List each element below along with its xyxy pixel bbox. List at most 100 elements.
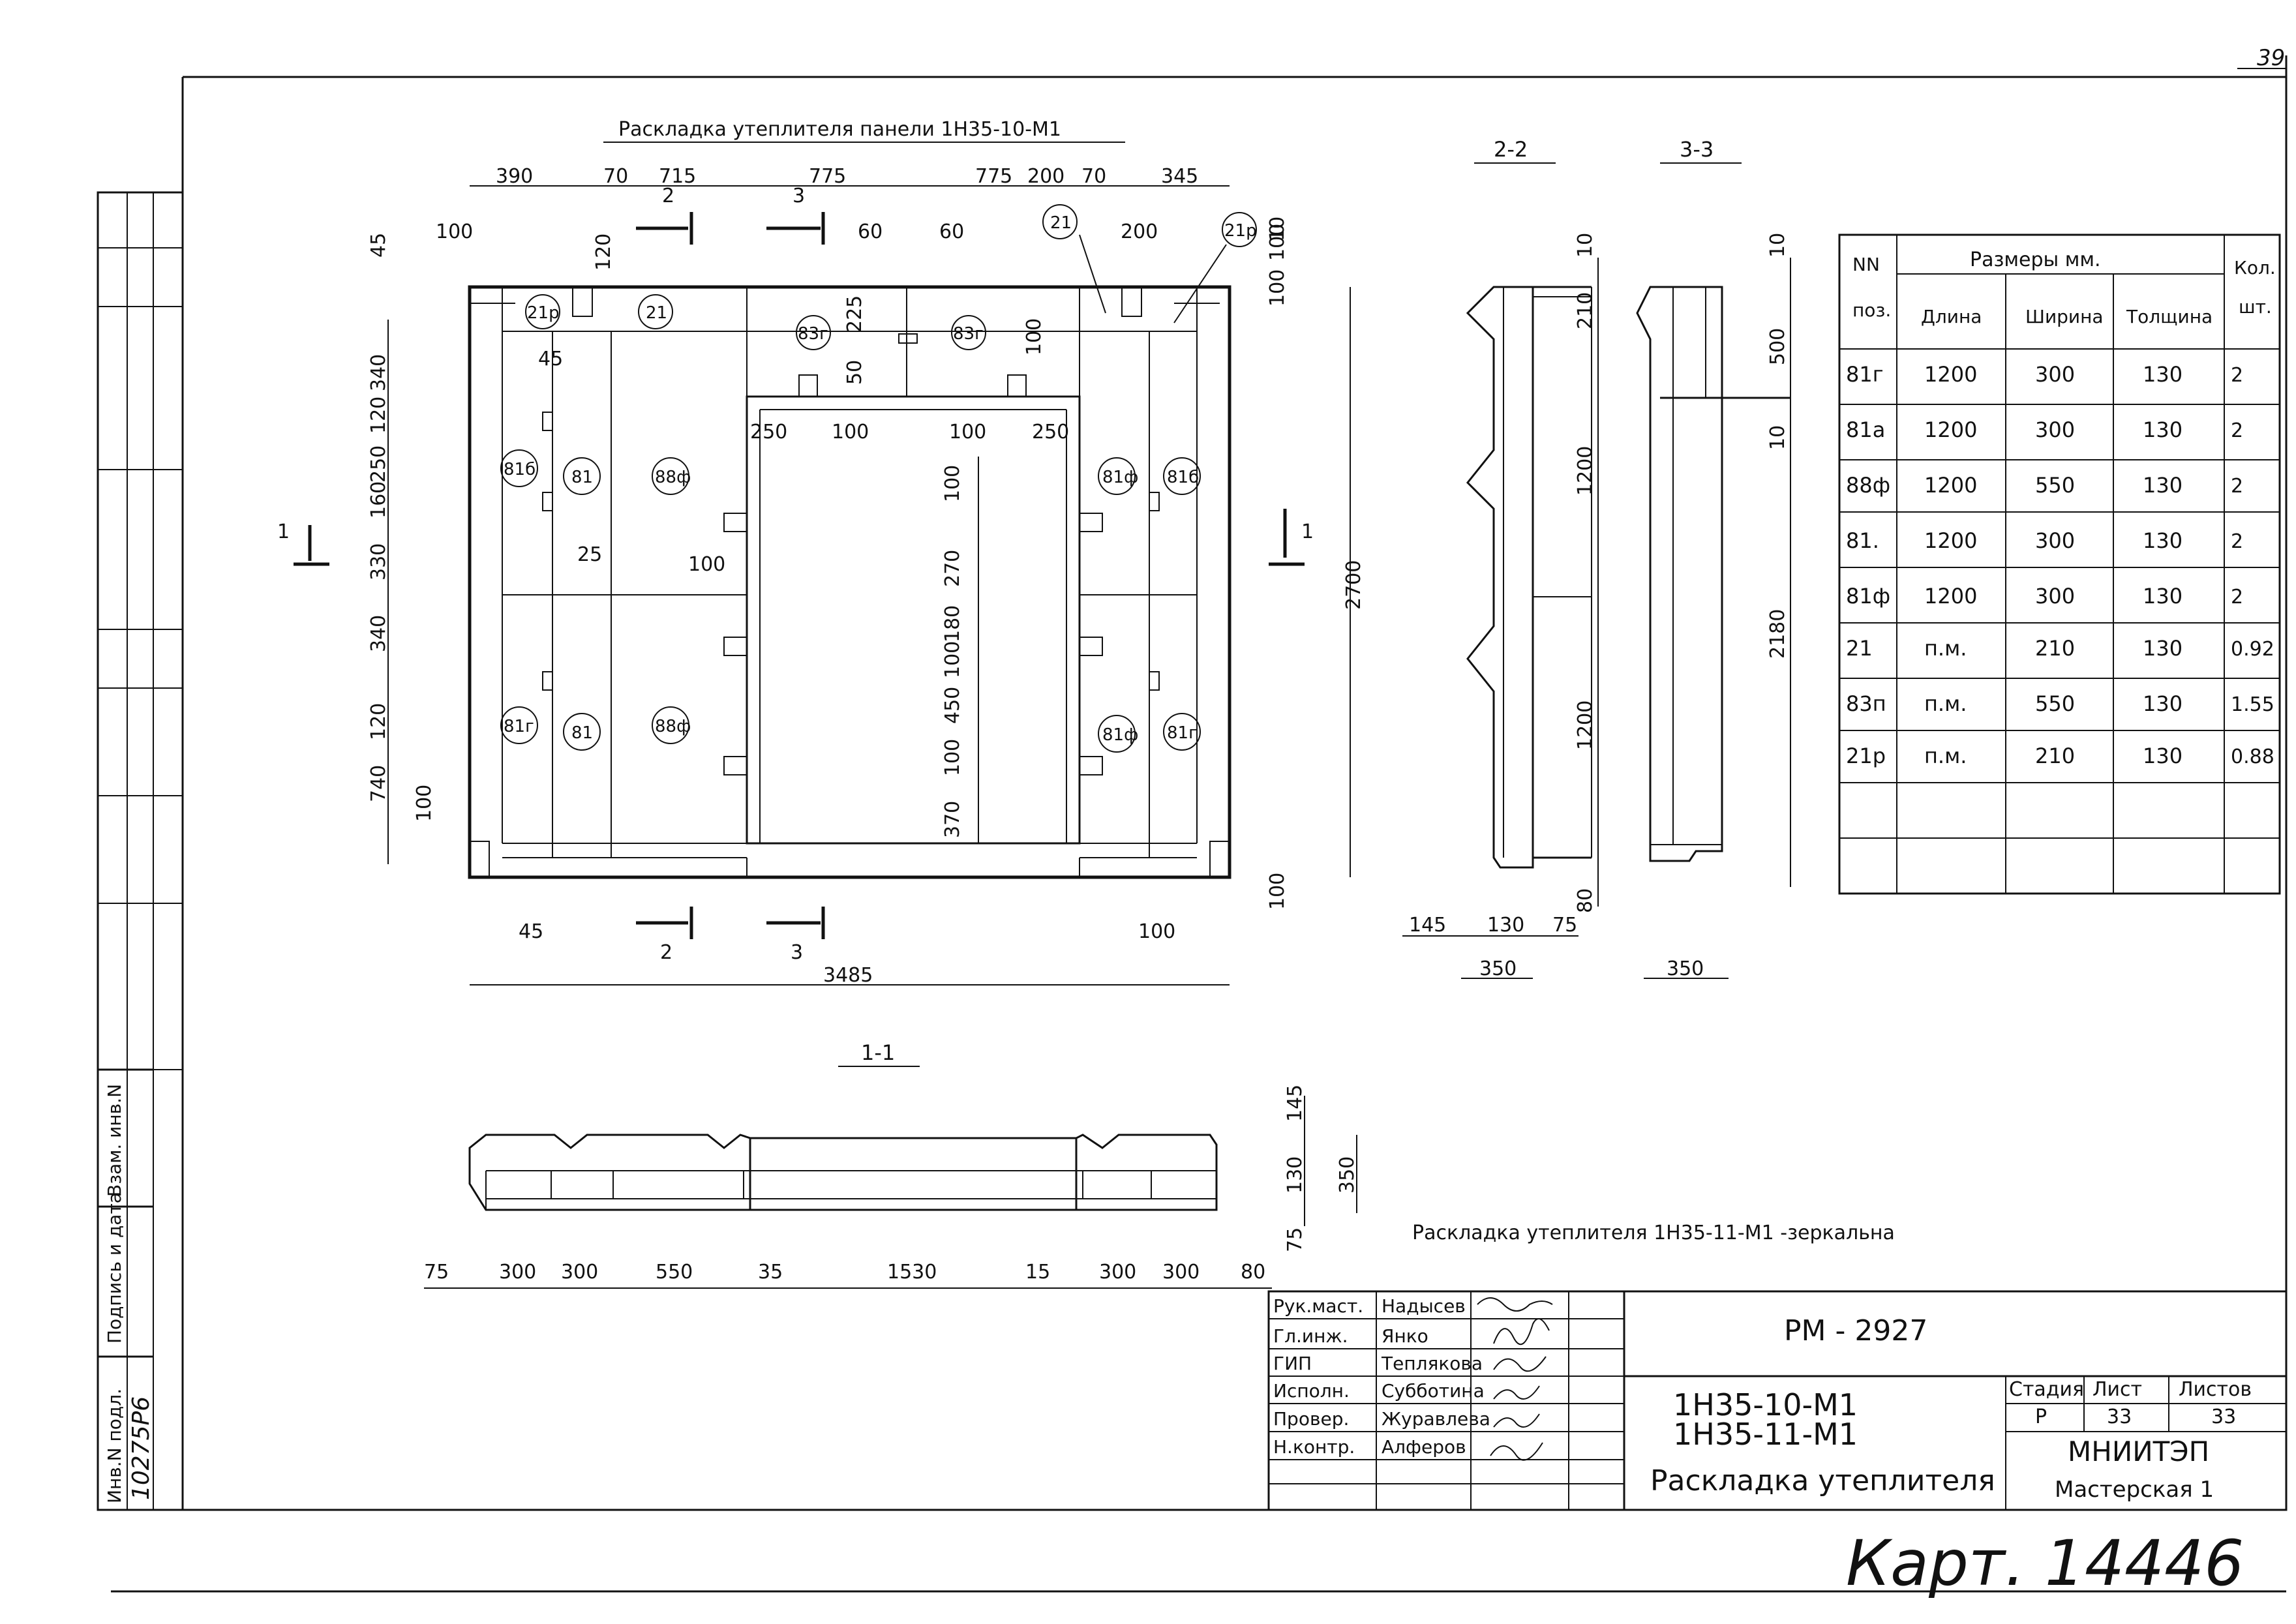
spec-row-cell: 1200 [1924,362,1977,387]
stamp-inv-number: 10275Р6 [128,1396,155,1500]
dim-label: 1200 [1574,700,1597,750]
dim-label: 200 [1121,220,1158,243]
dim-label: 350 [1336,1156,1359,1194]
plan-bottom-dims: 45 100 100 3485 [413,785,1175,987]
dim-label: 350 [1667,957,1704,980]
spec-row-cell: 210 [2035,744,2075,768]
dim-label: 10 [1574,233,1597,258]
spec-row-position: 83п [1846,691,1886,716]
dim-label: 25 [577,543,602,566]
sheet-label: Лист [2092,1378,2142,1401]
section-mark: 2 [660,941,672,964]
position-label: 21 [646,303,667,323]
section-mark: 1 [1301,520,1314,543]
spec-row-position: 88ф [1846,473,1890,498]
dim-label: 160 [367,481,390,519]
spec-row-position: 81а [1846,417,1885,442]
dim-label: 120 [592,233,615,271]
title-block-role: Гл.инж. [1273,1325,1348,1347]
spec-row-position: 81. [1846,528,1879,553]
plan-inner-dims: 45 25 100 225 50 100 250 100 100 250 [538,295,1069,576]
title-block-name: Надысев [1382,1295,1466,1317]
spec-row-cell: 130 [2143,636,2183,661]
dim-label: 300 [561,1261,598,1284]
dim-label: 145 [1409,914,1446,937]
dim-label: 80 [1574,888,1597,913]
position-label: 21р [1224,221,1257,241]
spec-row-cell: 550 [2035,691,2075,716]
position-label: 21р [527,303,560,323]
spec-row-cell: 0.92 [2231,638,2274,661]
section-1-1-title: 1-1 [861,1040,895,1065]
position-label: 81г [504,717,534,736]
title-block-role: Исполн. [1273,1380,1350,1402]
position-label: 81ф [1102,468,1138,487]
dim-label: 210 [1574,292,1597,329]
dim-label: 345 [1161,165,1198,188]
spec-row-cell: 2 [2231,475,2243,498]
spec-row-cell: 550 [2035,473,2075,498]
spec-row-cell: 1200 [1924,528,1977,553]
dim-label: 100 [941,641,964,678]
position-label: 81ф [1102,725,1138,745]
plan-left-dims: 340 120 250 160 330 340 120 740 [367,354,390,802]
position-labels: 21р 21 21 21р 83г 83г 81б 81 88ф 81ф 81б… [500,204,1257,753]
dim-label: 775 [809,165,846,188]
section-2-2: 2-2 10 210 1200 1200 80 145 130 75 350 [1402,137,1599,980]
spec-row-cell: 130 [2143,362,2183,387]
title-block-role: Н.контр. [1273,1436,1355,1458]
title-block-role: ГИП [1273,1353,1312,1374]
spec-row-cell: п.м. [1924,691,1967,716]
position-label: 81б [504,460,536,479]
spec-row-cell: 210 [2035,636,2075,661]
stamp-vzam-label: Взам. инв.N [104,1084,125,1197]
plan-title: Раскладка утеплителя панели 1Н35-10-М1 [618,118,1061,141]
position-label: 88ф [655,717,691,736]
dim-label: 130 [1487,914,1524,937]
col-header-width: Ширина [2025,306,2104,327]
dim-label: 120 [367,703,390,740]
spec-row-cell: 1200 [1924,417,1977,442]
spec-row-cell: 300 [2035,417,2075,442]
position-label: 83г [798,324,828,344]
spec-row-cell: 130 [2143,584,2183,609]
section-2-2-title: 2-2 [1494,137,1528,162]
dim-label: 60 [858,220,883,243]
dim-label: 100 [1266,873,1289,910]
dim-label: 100 [436,220,473,243]
dim-label: 45 [367,233,390,258]
spec-row-cell: 300 [2035,528,2075,553]
dim-label: 100 [413,785,436,822]
spec-row-cell: 130 [2143,417,2183,442]
dim-label: 450 [941,687,964,724]
dim-label: 200 [1027,165,1065,188]
section-mark: 2 [662,185,674,207]
dim-label: 300 [1162,1261,1200,1284]
spec-row-cell: 2 [2231,419,2243,442]
col-header-pos-bottom: поз. [1852,299,1891,321]
section-mark: 1 [277,520,290,543]
spec-row-cell: 300 [2035,584,2075,609]
spec-row-cell: 0.88 [2231,745,2274,768]
position-label: 88ф [655,468,691,487]
position-label: 83г [953,324,984,344]
dim-label: 100 [688,553,725,576]
dim-label: 340 [367,354,390,391]
title-block-name: Теплякова [1381,1353,1483,1374]
col-header-length: Длина [1921,306,1982,327]
dim-label: 1530 [887,1261,937,1284]
spec-row-position: 21р [1846,744,1886,768]
sheets-value: 33 [2211,1406,2236,1428]
dim-label: 75 [1284,1227,1307,1252]
dim-label: 350 [1479,957,1517,980]
spec-row-cell: 1.55 [2231,693,2274,716]
side-stamp: Взам. инв.N Подпись и дата Инв.N подл. 1… [97,191,184,1511]
col-header-sizes: Размеры мм. [1970,248,2101,271]
dim-label: 1200 [1574,446,1597,496]
plan-right-dims: 10 100 2700 100 [1266,217,1365,910]
dim-label: 70 [1081,165,1106,188]
org-name: МНИИТЭП [2068,1436,2209,1467]
